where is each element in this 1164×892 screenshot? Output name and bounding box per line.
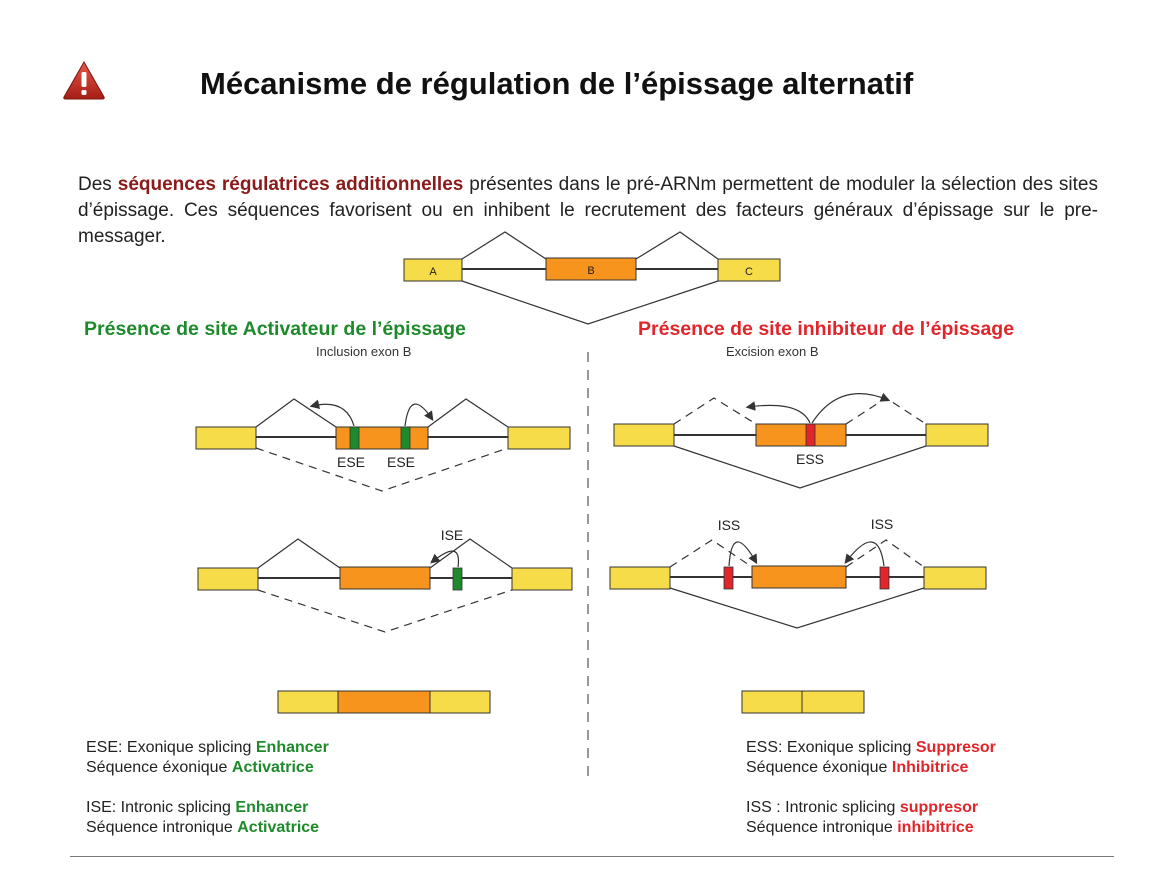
left2-exon-a <box>197 567 259 591</box>
right-iss-diagram: ISS ISS <box>609 516 987 629</box>
top-skip-arc <box>461 280 719 325</box>
right2-exon-a <box>609 566 671 590</box>
right-heading: Présence de site inhibiteur de l’épissag… <box>638 318 1015 340</box>
legend-ese-prefix: ESE: Exonique splicing <box>86 739 256 756</box>
legend-ese-desc-term: Activatrice <box>231 759 314 776</box>
right-mrna-product <box>741 690 865 714</box>
ess-arrow-1 <box>745 401 811 424</box>
top-exon-b-label: B <box>587 265 594 277</box>
top-exon-c <box>717 258 781 282</box>
left2-exon-b <box>339 566 431 590</box>
legend-iss-desc-term: inhibitrice <box>897 819 974 836</box>
page-title: Mécanisme de régulation de l’épissage al… <box>200 66 914 101</box>
ess-site <box>805 423 816 447</box>
legend-ess-term: Suppresor <box>915 739 996 756</box>
ese-label-1: ESE <box>337 454 365 470</box>
iss-arrow-1 <box>728 541 758 567</box>
left-legend-ise: ISE: Intronic splicing Enhancer Séquence… <box>86 798 319 838</box>
legend-ise-desc-term: Activatrice <box>237 819 320 836</box>
iss-site-1 <box>723 566 734 590</box>
ise-site <box>452 567 463 591</box>
legend-ess-desc-prefix: Séquence éxonique <box>746 759 892 776</box>
intro-paragraph: Des séquences régulatrices additionnelle… <box>78 172 1098 250</box>
iss-arrow-2 <box>844 541 885 567</box>
top-splice-arc-ab <box>461 231 547 260</box>
right1-exon-a <box>613 423 675 447</box>
legend-iss-term: suppresor <box>899 799 979 816</box>
legend-ese-desc-prefix: Séquence éxonique <box>86 759 232 776</box>
intro-highlight: séquences régulatrices additionnelles <box>117 174 464 195</box>
legend-ise-desc-prefix: Séquence intronique <box>86 819 238 836</box>
right-legend-ess: ESS: Exonique splicing Suppresor Séquenc… <box>746 738 996 778</box>
iss-label-1: ISS <box>718 517 741 533</box>
bottom-divider <box>70 856 1114 857</box>
right-subheading: Excision exon B <box>726 344 819 359</box>
left-heading: Présence de site Activateur de l’épissag… <box>84 318 466 340</box>
ess-arrow-2 <box>811 392 891 424</box>
ise-label: ISE <box>441 527 464 543</box>
legend-iss-prefix: ISS : Intronic splicing <box>746 799 900 816</box>
top-exon-a-label: A <box>429 266 437 278</box>
left1-exon-a <box>195 426 257 450</box>
left-subheading: Inclusion exon B <box>316 344 412 359</box>
warning-triangle-icon <box>62 60 106 100</box>
left-ese-diagram: ESE ESE <box>195 398 571 492</box>
legend-ese-term: Enhancer <box>255 739 329 756</box>
legend-iss-desc-prefix: Séquence intronique <box>746 819 898 836</box>
iss-site-2 <box>879 566 890 590</box>
top-exon-a <box>403 258 463 282</box>
ess-label: ESS <box>796 451 824 467</box>
top-splicing-diagram: A B C <box>403 231 781 325</box>
ese-site-1 <box>349 426 360 450</box>
ese-arrow-2 <box>404 403 434 427</box>
left-ise-diagram: ISE <box>197 527 573 633</box>
top-exon-b <box>545 257 637 281</box>
right-ess-diagram: ESS <box>613 392 989 489</box>
ese-arrow-1 <box>309 399 355 427</box>
left2-exon-c <box>511 567 573 591</box>
right1-exon-c <box>925 423 989 447</box>
top-splice-arc-bc <box>635 231 719 260</box>
legend-ise-prefix: ISE: Intronic splicing <box>86 799 236 816</box>
left-mrna-product <box>277 690 491 714</box>
top-exon-c-label: C <box>745 266 753 278</box>
right1-exon-b <box>755 423 847 447</box>
legend-ess-desc-term: Inhibitrice <box>891 759 969 776</box>
iss-label-2: ISS <box>871 516 894 532</box>
intro-rest: présentes dans le pré-ARNm permettent de… <box>78 174 1098 247</box>
right-legend-iss: ISS : Intronic splicing suppresor Séquen… <box>746 798 978 838</box>
ese-label-2: ESE <box>387 454 415 470</box>
legend-ess-prefix: ESS: Exonique splicing <box>746 739 916 756</box>
intro-prefix: Des <box>78 174 118 195</box>
ese-site-2 <box>400 426 411 450</box>
right2-exon-b <box>751 565 847 589</box>
ise-arrow <box>430 550 460 568</box>
right2-exon-c <box>923 566 987 590</box>
legend-ise-term: Enhancer <box>235 799 309 816</box>
left-legend-ese: ESE: Exonique splicing Enhancer Séquence… <box>86 738 329 778</box>
left1-exon-c <box>507 426 571 450</box>
